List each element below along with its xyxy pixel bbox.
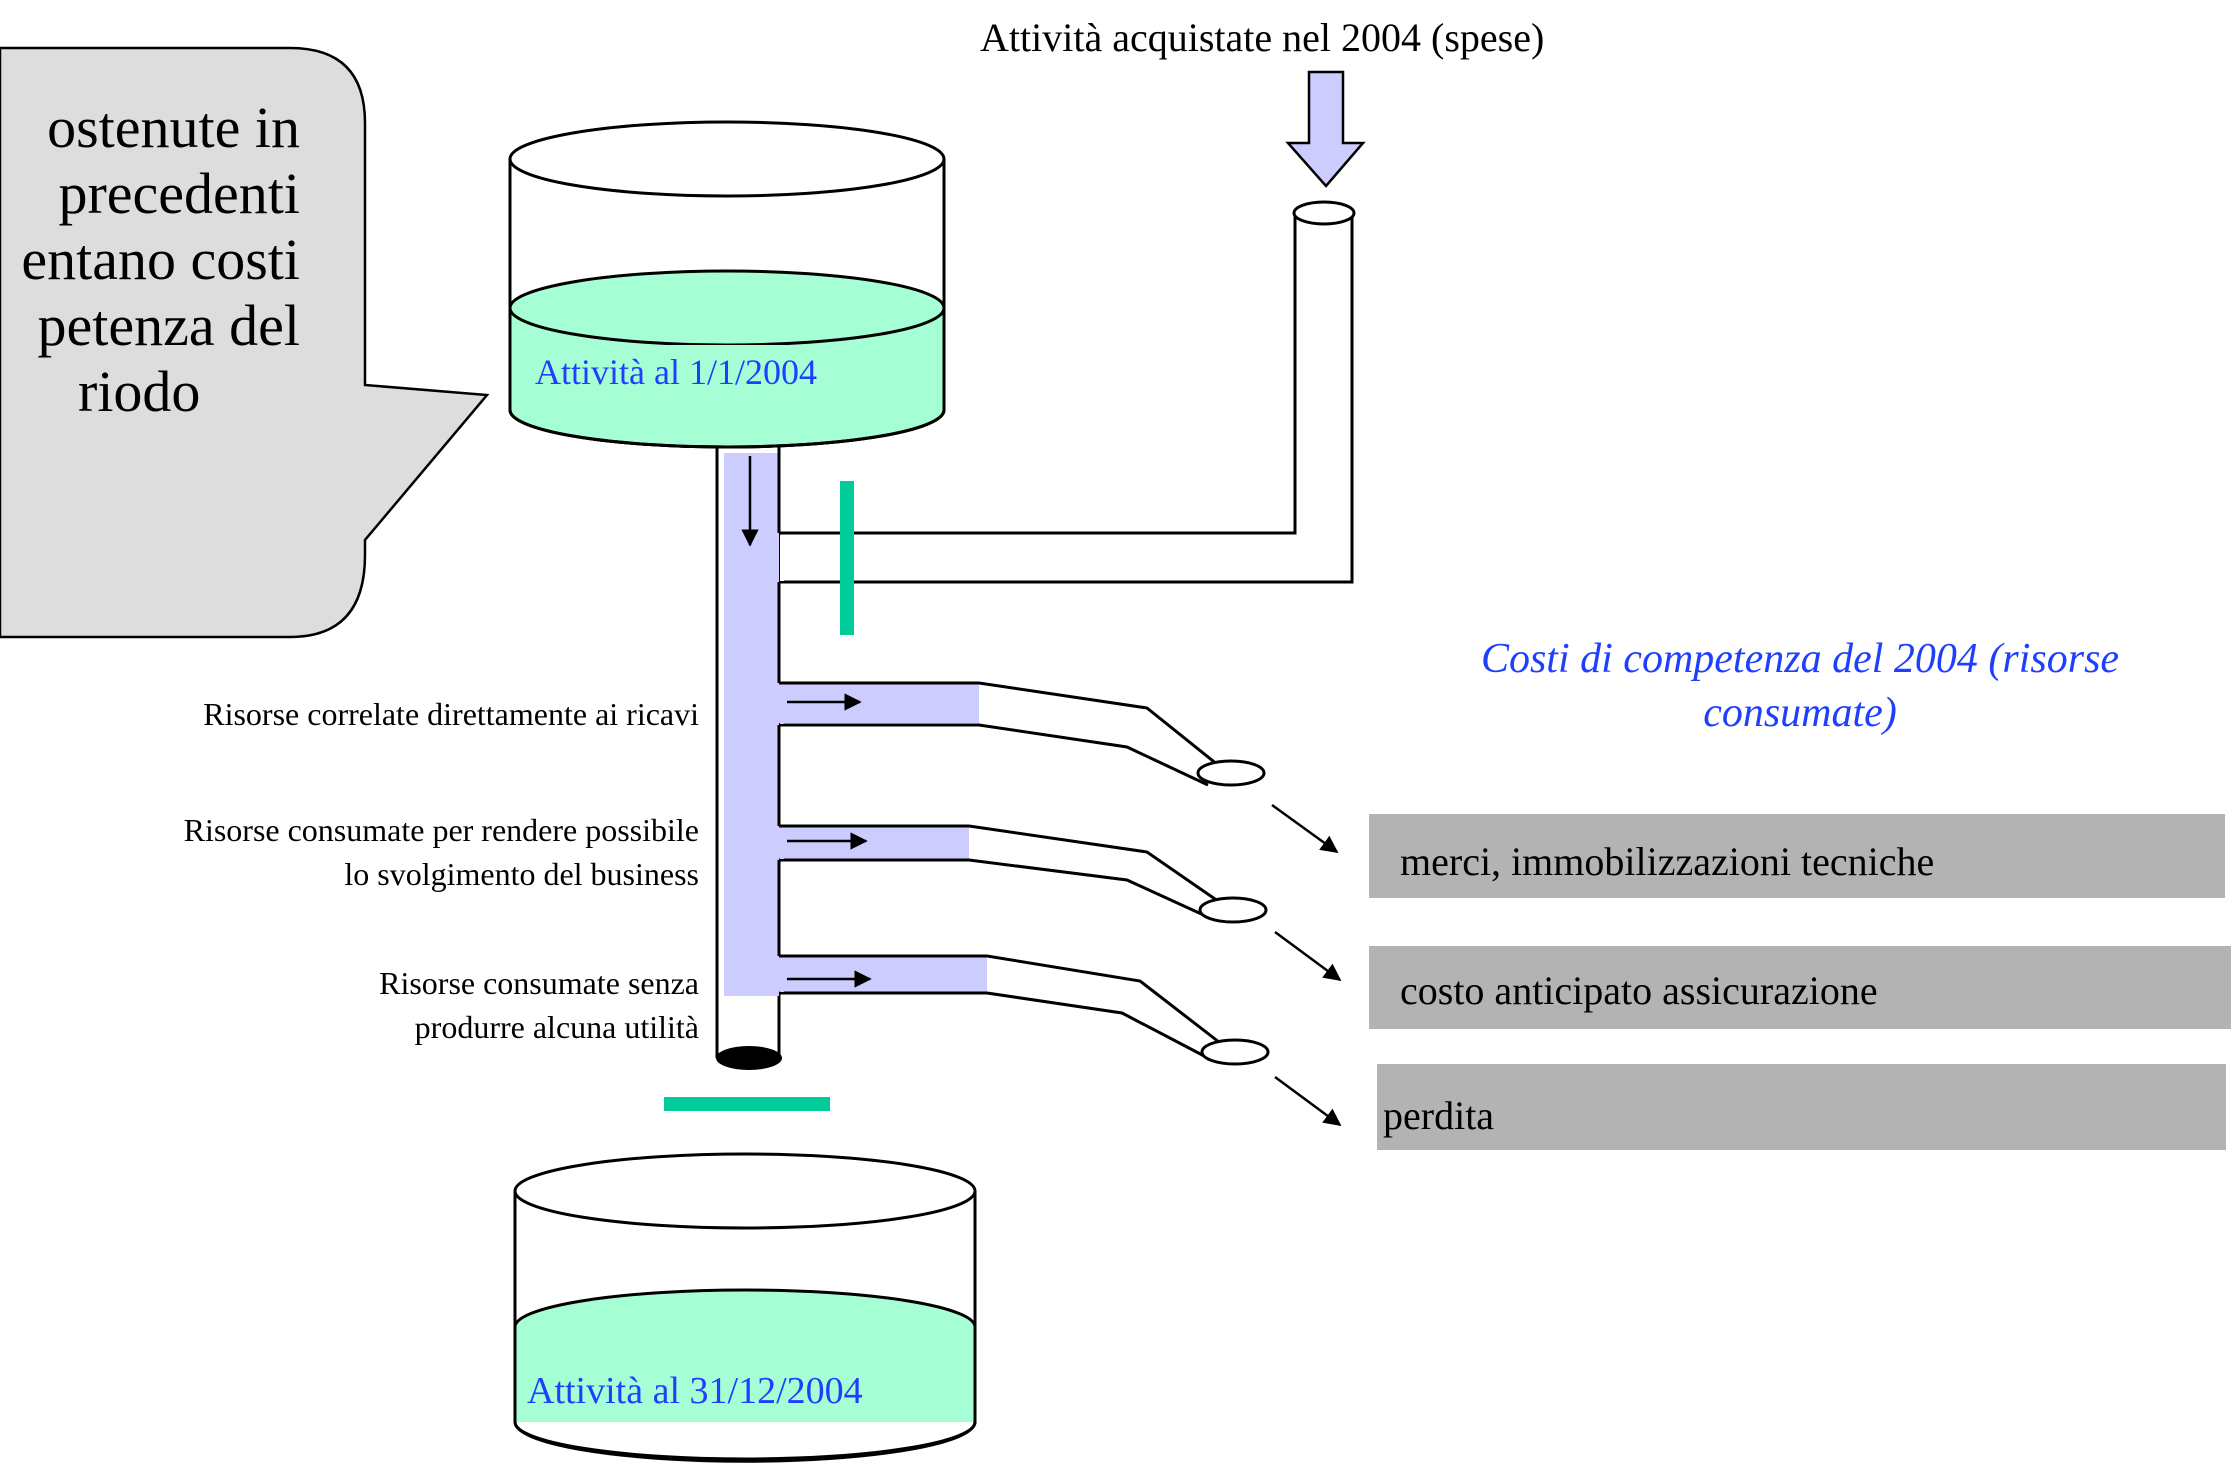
outlet-label-line: lo svolgimento del business: [344, 856, 699, 892]
outlet-label-line: Risorse consumate senza: [379, 965, 699, 1001]
outlet-label-1: Risorse correlate direttamente ai ricavi: [203, 692, 699, 736]
costs-heading-text: Costi di competenza del 2004 (risorse co…: [1480, 636, 2120, 736]
costs-heading: Costi di competenza del 2004 (risorse co…: [1380, 632, 2220, 740]
result-box-label-3: perdita: [1383, 1093, 1495, 1138]
callout-line: ostenute in: [47, 95, 300, 160]
result-box-label-2: costo anticipato assicurazione: [1400, 968, 1878, 1013]
callout-line: entano costi: [21, 227, 300, 292]
inlet-label: Attività acquistate nel 2004 (spese): [980, 15, 1545, 60]
outlet-label-line: Risorse correlate direttamente ai ricavi: [203, 696, 699, 732]
outlet-branch-2: [779, 824, 1268, 924]
outlet-label-2: Risorse consumate per rendere possibile …: [184, 808, 699, 896]
down-arrow: [1285, 70, 1366, 188]
outlet-label-line: produrre alcuna utilità: [414, 1009, 699, 1045]
result-box-2: [1369, 946, 2231, 1029]
callout-bubble: [0, 46, 490, 639]
outlet-label-line: Risorse consumate per rendere possibile: [183, 812, 699, 848]
callout-text: ostenute in precedenti entano costi pete…: [0, 95, 300, 425]
tank-top: [508, 120, 946, 449]
outlet-branch-3: [779, 954, 1270, 1066]
outlet-branch-1: [779, 681, 1266, 787]
inlet-pipe-mouth: [1292, 200, 1356, 226]
result-box-label-1: merci, immobilizzazioni tecniche: [1400, 839, 1935, 884]
teal-vertical-bar: [840, 481, 854, 635]
result-box-3: [1377, 1064, 2226, 1150]
tank-bottom: [513, 1152, 977, 1463]
callout-line: precedenti: [58, 161, 300, 226]
tank-bottom-label: Attività al 31/12/2004: [527, 1370, 863, 1412]
inlet-pipe-gap: [781, 535, 1293, 580]
result-box-1: [1369, 814, 2225, 898]
callout-line: riodo: [78, 359, 201, 424]
outlet-label-3: Risorse consumate senza produrre alcuna …: [379, 961, 699, 1049]
tank-top-label: Attività al 1/1/2004: [535, 352, 817, 392]
teal-horizontal-bar: [664, 1097, 830, 1111]
callout-line: petenza del: [37, 293, 300, 358]
main-pipe-bottom: [716, 1046, 782, 1070]
main-flow: [724, 453, 779, 996]
